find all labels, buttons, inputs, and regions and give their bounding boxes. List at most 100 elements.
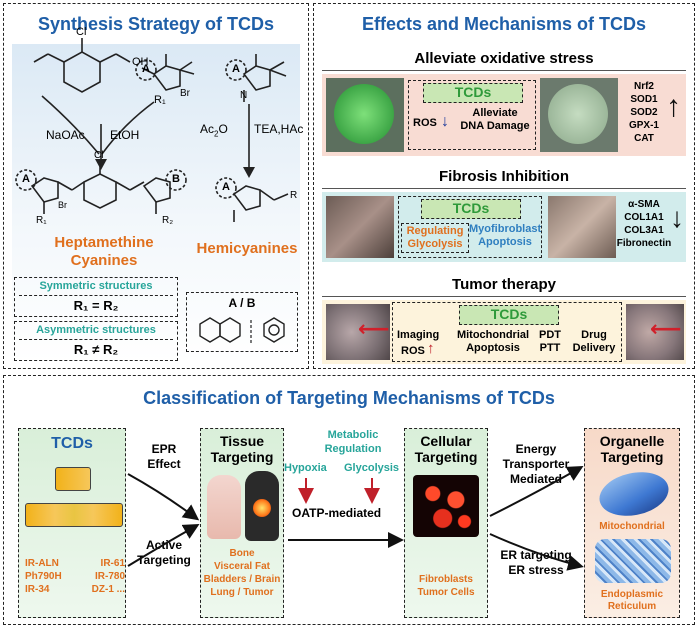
heptamethine-structure [15, 162, 187, 214]
ab-label: A / B [228, 296, 256, 310]
marker-sod1: SOD1 [630, 94, 658, 105]
reagent-ac2o: Ac2O [200, 122, 228, 138]
atom-cl-top: Cl [76, 26, 87, 38]
tumor-drug: Drug Delivery [572, 329, 616, 354]
cellular-items: Fibroblasts Tumor Cells [417, 574, 475, 598]
marker-sod2: SOD2 [630, 107, 658, 118]
oxidative-up-arrow: ↑ [666, 90, 681, 123]
oxidative-text: Alleviate DNA Damage [460, 107, 530, 132]
hemicyanines-label: Hemicyanines [196, 240, 298, 257]
oxidative-ros-arrow: ↓ [441, 113, 449, 130]
classification-panel: Classification of Targeting Mechanisms o… [3, 375, 695, 625]
tumor-tcds-badge: TCDs [459, 305, 559, 325]
oxidative-heading: Alleviate oxidative stress [414, 50, 594, 67]
epr-label: EPR Effect [147, 442, 181, 471]
indolium-hemi-structure [225, 54, 287, 102]
cells-image [413, 475, 479, 537]
tissue-title: Tissue Targeting [210, 433, 274, 465]
hypoxia-label: Hypoxia [284, 462, 327, 474]
atom-r-hemi2: R [290, 190, 298, 201]
fibrosis-heading: Fibrosis Inhibition [439, 168, 569, 185]
oxidative-heading-rule [322, 70, 686, 71]
heptamethine-label: Heptamethine Cyanines [54, 234, 154, 269]
atom-r1-mid: R₁ [36, 215, 47, 226]
asymmetric-label: Asymmetric structures [36, 324, 156, 336]
tumor-heading-rule [322, 296, 686, 297]
dialdehyde-structure [33, 38, 131, 93]
class-dye-small-icon [55, 467, 91, 491]
fibrosis-tcds-box: TCDs Regulating Glycolysis Myofibroblast… [398, 196, 542, 258]
effects-title: Effects and Mechanisms of TCDs [361, 14, 647, 34]
oxidative-well-right [548, 84, 608, 144]
oxidative-tcds-badge: TCDs [423, 83, 523, 103]
atom-br-mid: Br [58, 200, 67, 210]
fibrosis-markers: α-SMA COL1A1 COL3A1 Fibronectin [614, 198, 674, 250]
oxidative-ros: ROS [413, 117, 437, 129]
atom-oh: OH [132, 56, 149, 68]
fibrosis-down-arrow: ↓ [670, 202, 684, 233]
reagent-etoh: EtOH [110, 128, 140, 142]
hemicyanine-structure [215, 177, 289, 222]
oxidative-tcds-text: TCDs [454, 84, 492, 100]
tumor-tcds-box: TCDs Imaging ROS ↑ Mitochondrial Apoptos… [392, 302, 622, 362]
symmetric-label: Symmetric structures [39, 280, 153, 292]
tumor-imaging: Imaging [397, 329, 440, 341]
fibrosis-heading-rule [322, 188, 686, 189]
tumor-image-left [326, 304, 390, 360]
symmetric-box: Symmetric structures R₁ = R₂ [14, 277, 178, 317]
compound-ir-34: IR-34 [25, 584, 50, 595]
mouse-nude-image [207, 475, 241, 539]
compound-dz-1: DZ-1 ... [91, 584, 125, 595]
symmetric-divider [19, 295, 173, 296]
fibrosis-image-right [548, 196, 616, 258]
oxidative-tcds-box: TCDs ROS ↓ Alleviate DNA Damage [408, 80, 536, 150]
compound-ir-61: IR-61 [100, 558, 125, 569]
marker-col1a1: COL1A1 [624, 212, 664, 223]
tumor-pdt: PDT PTT [539, 329, 561, 354]
er-image [595, 539, 671, 583]
synthesis-panel: Synthesis Strategy of TCDs [3, 3, 309, 369]
merge-arrow-left [41, 95, 100, 155]
merge-arrow-right [101, 101, 155, 155]
marker-gpx1: GPX-1 [628, 120, 659, 131]
fibrosis-image-left [326, 196, 394, 258]
organelle-er: Endoplasmic Reticulum [600, 589, 664, 612]
atom-a-hemi: A [232, 63, 240, 75]
cellular-box: Cellular Targeting Fibroblasts Tumor Cel… [404, 428, 488, 618]
synthesis-structures [15, 38, 289, 344]
atom-n-hemi: N [240, 90, 248, 101]
atom-cl-mid: Cl [94, 150, 104, 161]
metabolic-label: Metabolic Regulation [324, 429, 382, 455]
compound-ph790h: Ph790H [25, 571, 62, 582]
tissue-box: Tissue Targeting Bone Visceral Fat Bladd… [200, 428, 284, 618]
atom-a-hemi2: A [222, 181, 230, 193]
compound-ir-780: IR-780 [94, 571, 125, 582]
effects-panel: Effects and Mechanisms of TCDs Alleviate… [313, 3, 695, 369]
mouse-fluorescence-image [245, 471, 279, 541]
energy-label: Energy Transporter Mediated [502, 442, 570, 486]
organelle-title: Organelle Targeting [599, 433, 665, 465]
tumor-mito: Mitochondrial Apoptosis [456, 329, 530, 354]
reagent-naoac: NaOAc [46, 128, 85, 142]
fibrosis-tcds-badge: TCDs [421, 199, 521, 219]
glycolysis-label: Glycolysis [344, 462, 400, 474]
energy-arrow [489, 466, 584, 517]
asymmetric-divider [19, 339, 173, 340]
marker-nrf2: Nrf2 [633, 81, 654, 92]
naphthalene-icon [199, 317, 241, 343]
ab-box: A / B [186, 292, 298, 352]
tumor-arrow-left: ⟵ [358, 316, 390, 341]
marker-col3a1: COL3A1 [624, 225, 664, 236]
symmetric-formula: R₁ = R₂ [73, 298, 119, 313]
class-dye-large-icon [25, 503, 123, 527]
atom-b-mid: B [172, 173, 180, 185]
tumor-arrow-right: ⟵ [650, 316, 682, 341]
marker-asma: α-SMA [628, 199, 660, 210]
oatp-label: OATP-mediated [292, 506, 382, 520]
er-arrow [489, 533, 584, 571]
epr-arrow [127, 473, 200, 521]
oxidative-image-right [540, 78, 618, 152]
marker-fibronectin: Fibronectin [616, 238, 672, 249]
